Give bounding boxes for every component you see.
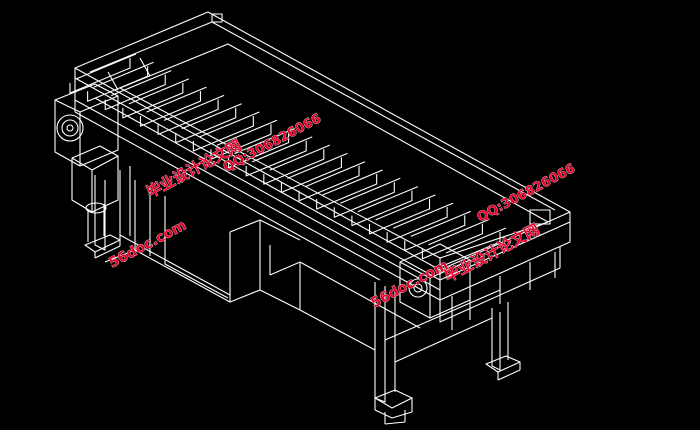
roller-rib: [210, 124, 272, 160]
roller-top-edge: [199, 111, 260, 138]
roller-top-edge: [269, 144, 331, 171]
roller-top-edge: [181, 103, 242, 130]
roller-top-edge: [322, 169, 383, 196]
roller-top-edge: [375, 194, 436, 221]
roller-top-edge: [163, 94, 225, 121]
roller-rib: [175, 107, 237, 144]
roller-rib: [316, 174, 378, 210]
roller-rib: [333, 182, 395, 218]
roller-rib: [351, 190, 413, 227]
roller-top-edge: [93, 61, 154, 88]
roller-rib: [368, 198, 431, 235]
roller-top-edge: [146, 86, 207, 113]
roller-top-edge: [111, 70, 172, 97]
roller-rib: [404, 215, 466, 251]
roller-rib: [228, 132, 290, 169]
support-frame: [84, 166, 521, 425]
machine-wireframe: [54, 11, 571, 425]
tail-end-unit: [399, 209, 551, 319]
roller-rib: [192, 116, 254, 152]
roller-top-edge: [357, 186, 419, 213]
roller-rib: [139, 91, 202, 127]
roller-rib: [122, 82, 184, 119]
roller-rib: [104, 74, 166, 111]
roller-rib: [386, 207, 448, 243]
deck-details: [107, 13, 223, 91]
roller-rib: [245, 140, 307, 177]
roller-top-edge: [128, 78, 190, 105]
roller-rib: [280, 157, 342, 193]
roller-top-edge: [251, 136, 313, 163]
roller-rib: [421, 223, 483, 260]
roller-top-edge: [216, 119, 278, 146]
roller-top-edge: [234, 128, 295, 155]
roller-top-edge: [445, 227, 507, 254]
roller-top-edge: [304, 161, 366, 188]
roller-rib: [263, 149, 325, 185]
drive-motor: [54, 83, 119, 242]
roller-rib: [439, 232, 501, 268]
roller-group: [69, 53, 507, 268]
roller-rib: [298, 165, 360, 202]
roller-top-edge: [410, 210, 471, 237]
roller-top-edge: [287, 152, 348, 179]
roller-rib: [69, 58, 131, 94]
roller-rib: [157, 99, 219, 135]
roller-top-edge: [428, 219, 489, 246]
roller-top-edge: [340, 177, 401, 204]
roller-top-edge: [392, 202, 454, 229]
roller-top-edge: [75, 53, 137, 80]
